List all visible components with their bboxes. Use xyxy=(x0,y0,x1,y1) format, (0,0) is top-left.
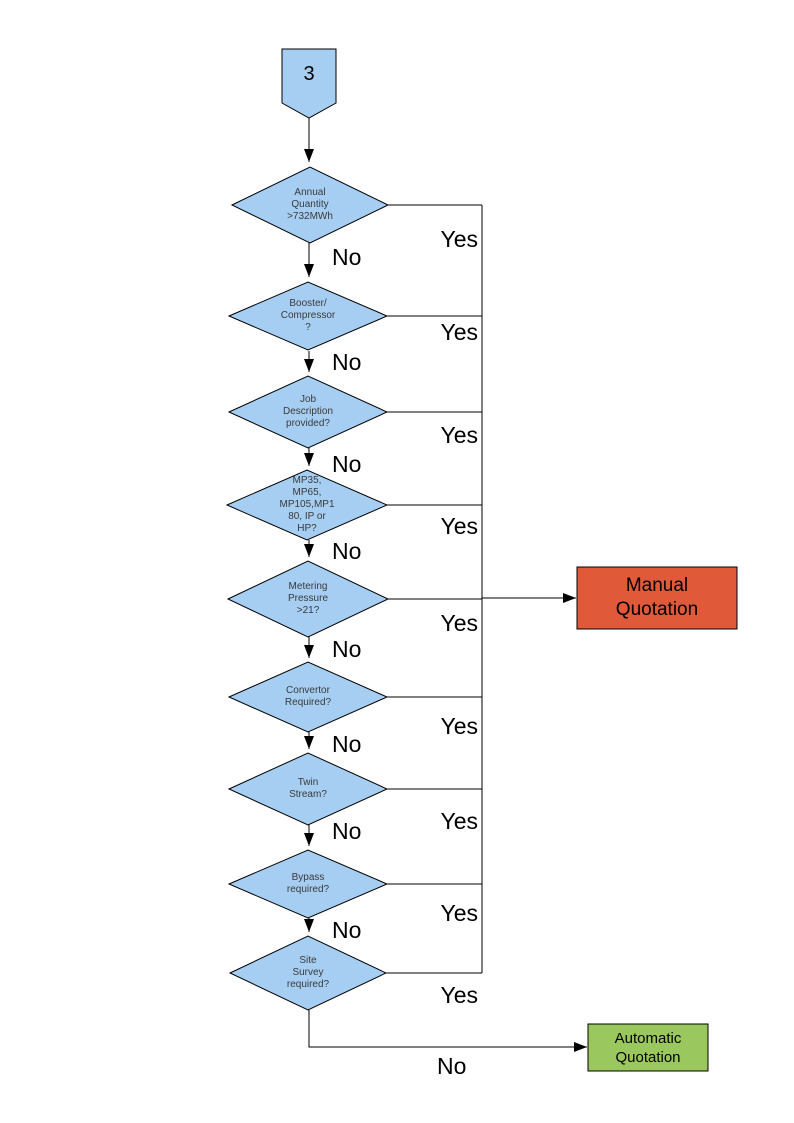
no-label-8: No xyxy=(332,917,362,943)
decision-label-site-survey: Site Survey required? xyxy=(286,955,330,990)
decision-job-description xyxy=(227,375,389,449)
decision-booster-compressor xyxy=(227,281,389,351)
no-label-2: No xyxy=(332,349,362,375)
decision-label-annual-quantity: Annual Quantity >732MWh xyxy=(287,187,333,222)
yes-label-9: Yes xyxy=(440,982,478,1008)
yes-label-7: Yes xyxy=(440,808,478,834)
manual-quotation-label: Manual Quotation xyxy=(615,575,699,620)
yes-label-6: Yes xyxy=(440,713,478,739)
decision-label-metering-pressure: Metering Pressure >21? xyxy=(287,581,328,616)
no-label-5: No xyxy=(332,636,362,662)
no-label-7: No xyxy=(332,818,362,844)
decision-annual-quantity xyxy=(230,166,390,244)
decision-metering-pressure xyxy=(226,560,390,638)
automatic-quotation-arrow xyxy=(308,1010,587,1052)
automatic-quotation-label: Automatic Quotation xyxy=(614,1029,682,1066)
offpage-connector-label: 3 xyxy=(303,63,315,85)
yes-label-1: Yes xyxy=(440,226,478,252)
yes-label-8: Yes xyxy=(440,900,478,926)
decision-label-bypass-required: Bypass required? xyxy=(286,872,330,895)
no-label-4: No xyxy=(332,538,362,564)
connector-lines xyxy=(304,118,587,1052)
no-label-6: No xyxy=(332,731,362,757)
no-label-9: No xyxy=(437,1053,467,1079)
decision-label-booster-compressor: Booster/ Compressor ? xyxy=(280,298,336,333)
decision-label-twin-stream: Twin Stream? xyxy=(289,777,327,800)
offpage-connector-shape xyxy=(281,48,337,119)
decision-convertor-required xyxy=(227,661,389,733)
decision-label-job-description: Job Description provided? xyxy=(282,394,334,429)
yes-label-4: Yes xyxy=(440,513,478,539)
yes-label-2: Yes xyxy=(440,319,478,345)
manual-quotation-box xyxy=(576,566,738,630)
no-label-3: No xyxy=(332,451,362,477)
decision-twin-stream xyxy=(227,752,389,826)
no-label-1: No xyxy=(332,244,362,270)
decision-label-convertor-required: Convertor Required? xyxy=(284,685,332,708)
yes-label-3: Yes xyxy=(440,422,478,448)
automatic-quotation-box xyxy=(587,1023,709,1072)
decision-label-meter-type: MP35, MP65, MP105,MP1 80, IP or HP? xyxy=(279,475,335,534)
decision-meter-type xyxy=(225,469,389,541)
yes-label-5: Yes xyxy=(440,610,478,636)
decision-bypass-required xyxy=(227,849,389,919)
decision-site-survey xyxy=(228,935,388,1011)
